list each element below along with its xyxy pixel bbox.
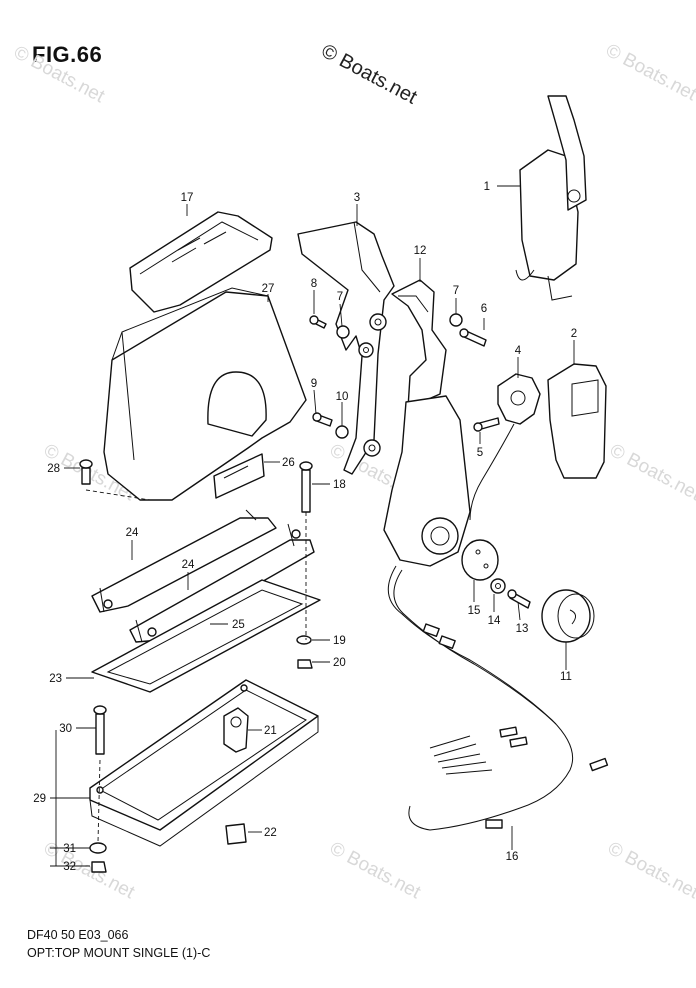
assembly-lines: [85, 489, 307, 843]
callout-11: 11: [560, 671, 572, 683]
figure-title: FIG.66: [32, 42, 103, 67]
small-fasteners: [309, 313, 500, 439]
handle-body: [383, 395, 471, 567]
part-20-nut: [297, 659, 313, 669]
callout-29: 29: [33, 793, 46, 805]
callout-13: 13: [516, 623, 529, 635]
part-29-base: [89, 679, 319, 847]
callout-7: 7: [453, 285, 459, 297]
part-16-harness: [387, 565, 609, 831]
callout-10: 10: [336, 391, 349, 403]
callout-18: 18: [333, 479, 346, 491]
leader-lines: [50, 185, 575, 867]
callout-3: 3: [354, 192, 360, 204]
part-13-screw: [507, 589, 531, 609]
footer-description: OPT:TOP MOUNT SINGLE (1)-C: [27, 946, 211, 960]
callout-6: 6: [481, 303, 487, 315]
callout-24: 24: [126, 527, 139, 539]
callout-2: 2: [571, 328, 577, 340]
part-22-clip: [225, 823, 247, 845]
part-24-bracket-upper: [91, 509, 277, 613]
callout-19: 19: [333, 635, 346, 647]
callout-28: 28: [47, 463, 60, 475]
callout-31: 31: [63, 843, 76, 855]
part-27-housing: [103, 287, 307, 501]
callout-14: 14: [488, 615, 501, 627]
callout-20: 20: [333, 657, 346, 669]
part-31-washer: [89, 842, 107, 854]
part-23-gasket: [91, 579, 321, 693]
footer-code: DF40 50 E03_066: [27, 928, 129, 942]
callout-25: 25: [232, 619, 245, 631]
part-3-lever-bracket: [297, 221, 395, 475]
part-24-bracket-lower: [129, 523, 315, 643]
callout-7: 7: [337, 291, 343, 303]
callout-30: 30: [59, 723, 72, 735]
callout-26: 26: [282, 457, 295, 469]
callout-24: 24: [182, 559, 195, 571]
part-30-bolt: [93, 705, 107, 755]
part-12-arm: [391, 279, 447, 409]
callout-32: 32: [63, 861, 76, 873]
part-11-knob: [541, 589, 595, 643]
part-4-switch: [469, 373, 541, 521]
callout-1: 1: [484, 181, 490, 193]
callout-27: 27: [262, 283, 275, 295]
callout-5: 5: [477, 447, 483, 459]
callout-15: 15: [468, 605, 481, 617]
part-17-cap: [129, 211, 273, 313]
callout-labels: 1 2 3 4 5 6 7 7 8 9 10 11 12 13 14 15 16…: [33, 181, 577, 873]
callout-12: 12: [414, 245, 427, 257]
callout-16: 16: [506, 851, 519, 863]
part-28-screw: [79, 459, 93, 485]
part-18-bolt: [299, 461, 313, 513]
callout-9: 9: [311, 378, 317, 390]
part-15-disc: [461, 539, 499, 581]
callout-8: 8: [311, 278, 317, 290]
part-32-nut: [91, 861, 107, 873]
part-19-washer: [296, 635, 312, 645]
callout-21: 21: [264, 725, 277, 737]
callout-4: 4: [515, 345, 522, 357]
part-14-washer: [490, 578, 506, 594]
part-2-grip-cover: [547, 363, 607, 479]
callout-17: 17: [181, 192, 194, 204]
callout-22: 22: [264, 827, 277, 839]
callout-23: 23: [49, 673, 62, 685]
part-21-stud: [223, 707, 249, 753]
part-1-remote-control: [515, 95, 587, 301]
part-26-plate: [213, 453, 265, 499]
